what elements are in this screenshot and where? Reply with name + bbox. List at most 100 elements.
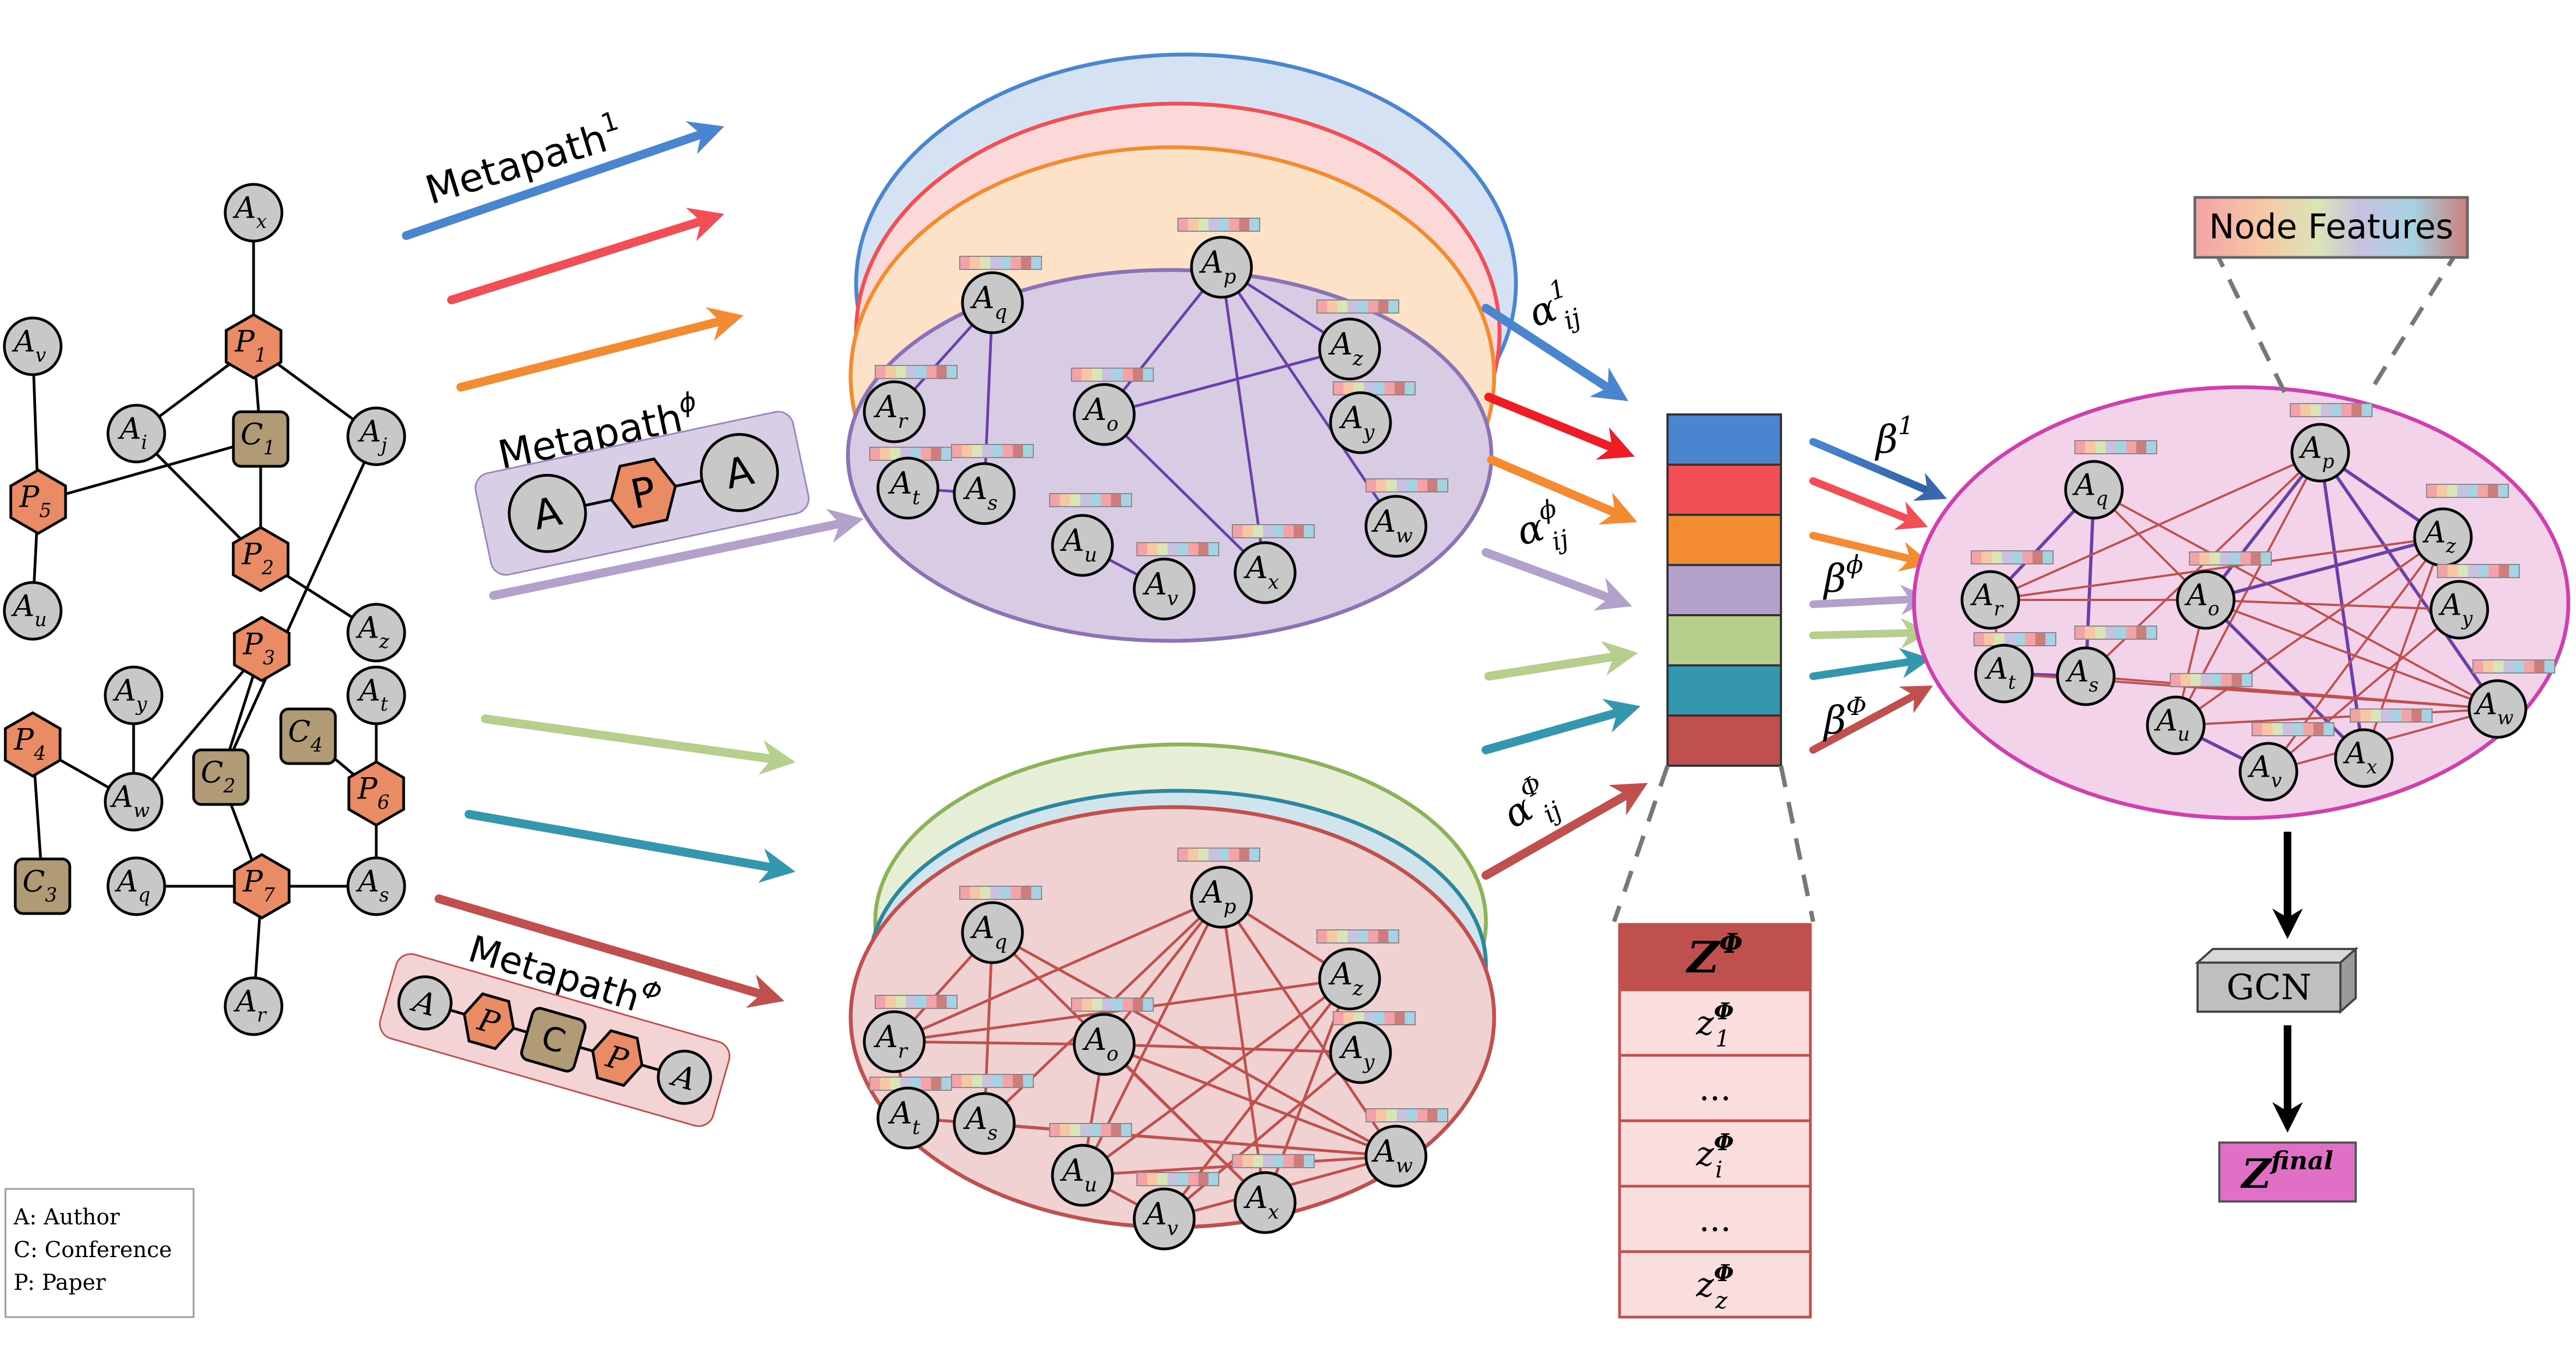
fused-node-label: Ao xyxy=(2184,578,2219,620)
feature-vector-icon xyxy=(1136,1172,1219,1186)
alpha-phi-label: αϕij xyxy=(1510,492,1572,564)
z-table-row: ... xyxy=(1618,1185,1812,1253)
hetero-node-label: C3 xyxy=(22,864,57,906)
node-attention-arrows xyxy=(1482,304,1648,880)
hetero-node-P5: P5 xyxy=(9,468,67,535)
gcn-label: GCN xyxy=(2226,968,2312,1008)
hetero-node-Ai: Ai xyxy=(106,404,166,464)
homo-node-label: Ap xyxy=(1199,875,1236,918)
homo-node-label: Ap xyxy=(1199,245,1236,289)
homo-node-label: Ar xyxy=(873,389,908,433)
fused-node-label: Az xyxy=(2422,515,2456,557)
apa-paper-node xyxy=(610,457,677,529)
hetero-node-label: Az xyxy=(355,610,389,653)
fused-graph-node-Aw: Aw xyxy=(2467,679,2527,739)
fused-graph-node-Ay: Ay xyxy=(2429,580,2489,640)
hetero-node-label: P6 xyxy=(357,771,390,814)
beta-purple-arrow xyxy=(1809,584,1931,615)
metapath-embedding-stack xyxy=(1666,413,1782,767)
hetero-node-label: Aq xyxy=(114,864,150,906)
alpha-red-arrow xyxy=(1484,393,1635,460)
homo-node-label: Az xyxy=(1328,327,1363,370)
apcpa-conference-node xyxy=(520,1007,587,1073)
homo-node-label: Aw xyxy=(1371,504,1413,548)
fused-graph-node-Aq: Aq xyxy=(2064,460,2124,520)
phi-graph-node-Az: Az xyxy=(1318,317,1381,381)
phi-graph-node-Ay: Ay xyxy=(1329,391,1392,454)
Phi-graph-node-Az: Az xyxy=(1318,947,1381,1011)
hetero-node-label: As xyxy=(355,864,389,906)
feature-vector-icon xyxy=(1365,1108,1448,1122)
fused-node-label: Aq xyxy=(2072,467,2108,510)
feature-vector-icon xyxy=(1232,524,1315,538)
apa-metapath-box: A P A xyxy=(474,411,810,576)
z-phi-header: ZΦ xyxy=(1686,927,1743,983)
svg-text:zΦz: zΦz xyxy=(1695,1260,1734,1314)
homo-node-label: Ay xyxy=(1338,1030,1374,1074)
hetero-node-P2: P2 xyxy=(232,526,290,592)
z-table-row: ... xyxy=(1618,1054,1812,1122)
hetero-node-Av: Av xyxy=(3,316,63,376)
phi-graph-node-Ax: Ax xyxy=(1233,541,1297,604)
fused-node-label: Aw xyxy=(2473,687,2513,729)
homo-node-label: Au xyxy=(1060,523,1097,567)
metapath-green-arrow xyxy=(481,714,796,775)
feature-vector-icon xyxy=(2350,708,2433,723)
homo-node-label: As xyxy=(962,1101,997,1145)
Phi-graph-node-Ar: Ar xyxy=(863,1010,926,1073)
phi-graph-node-At: At xyxy=(876,456,940,520)
hetero-node-P7: P7 xyxy=(233,853,291,920)
hetero-node-label: Av xyxy=(11,324,46,366)
hetero-node-C4: C4 xyxy=(279,707,337,765)
hetero-node-label: P7 xyxy=(243,864,275,906)
feature-vector-icon xyxy=(1973,632,2056,646)
feature-vector-icon xyxy=(1333,381,1416,395)
node-features-box xyxy=(2193,196,2469,259)
legend-conference: C: Conference xyxy=(14,1237,172,1263)
feature-vector-icon xyxy=(959,886,1042,900)
Phi-graph-node-Ax: Ax xyxy=(1233,1171,1297,1234)
feature-vector-icon xyxy=(1071,998,1154,1012)
hetero-node-Ay: Ay xyxy=(104,665,164,725)
Phi-graph-node-Ao: Ao xyxy=(1073,1013,1136,1076)
hetero-node-label: P4 xyxy=(14,722,46,765)
fused-graph-node-Ao: Ao xyxy=(2176,570,2236,630)
hetero-node-label: Aw xyxy=(109,779,149,822)
feature-vector-icon xyxy=(1049,1123,1132,1137)
feature-vector-icon xyxy=(2290,403,2373,417)
phi-graph-node-Au: Au xyxy=(1051,514,1114,577)
feature-vector-icon xyxy=(959,256,1042,270)
hetero-node-C2: C2 xyxy=(192,748,250,806)
fused-node-label: Au xyxy=(2153,703,2190,746)
beta-Phi-label: βΦ xyxy=(1822,692,1867,743)
fused-node-label: Ay xyxy=(2438,587,2473,630)
metapath-1-arrow xyxy=(402,121,725,240)
metapath-phi-arrow xyxy=(489,508,864,600)
feature-vector-icon xyxy=(2437,564,2520,578)
node-features-label: Node Features xyxy=(2209,207,2453,247)
metapath-3-arrow xyxy=(456,307,744,392)
phi-graph-node-Ar: Ar xyxy=(863,380,926,443)
zoom-line-left xyxy=(1612,765,1670,923)
beta-teal-arrow xyxy=(1809,648,1931,680)
svg-text:zΦ1: zΦ1 xyxy=(1695,998,1734,1052)
hetero-node-Aw: Aw xyxy=(104,772,164,832)
hetero-node-label: Ai xyxy=(117,411,147,454)
z-final-box: Zfinal xyxy=(2218,1141,2357,1203)
apcpa-author-node-2 xyxy=(657,1049,712,1105)
alpha-purple-arrow xyxy=(1482,548,1633,611)
homo-node-label: As xyxy=(962,471,997,515)
hetero-node-label: C4 xyxy=(288,714,323,756)
features-zoom-line-right xyxy=(2367,247,2461,394)
feature-vector-icon xyxy=(869,447,952,461)
hetero-node-Az: Az xyxy=(346,603,406,663)
phi-graph-node-Ap: Ap xyxy=(1190,236,1253,299)
legend-box: A: Author C: Conference P: Paper xyxy=(4,1188,195,1318)
hetero-node-label: P3 xyxy=(243,627,275,669)
hetero-node-label: C1 xyxy=(240,417,275,459)
